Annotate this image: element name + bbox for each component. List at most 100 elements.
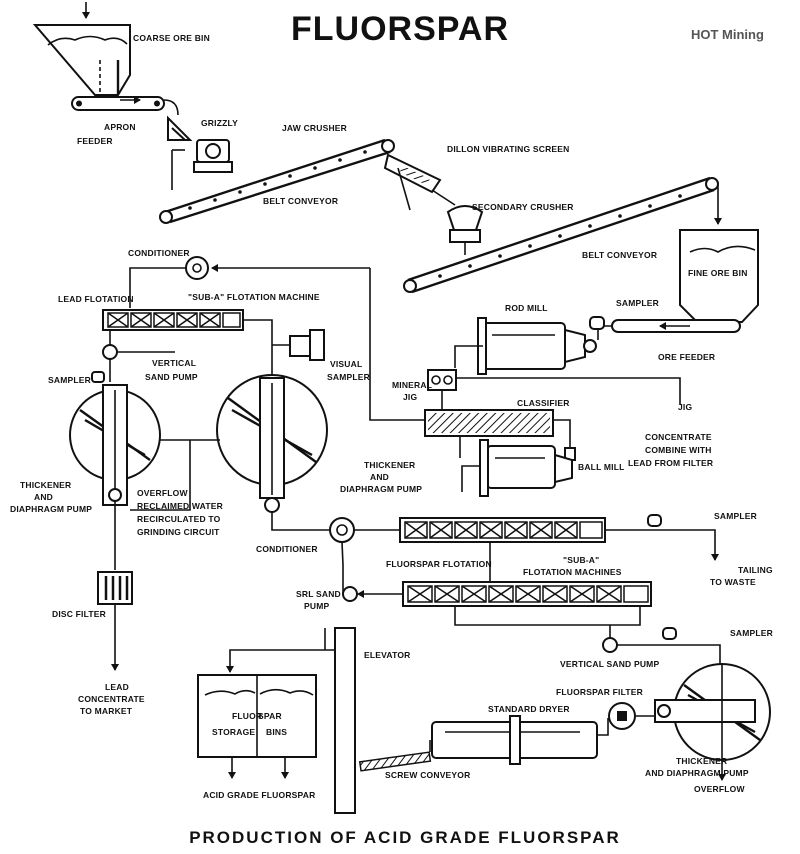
label-sampler-left: SAMPLER — [48, 375, 91, 385]
label-and-left: AND — [34, 492, 53, 502]
label-concentrate-lead: CONCENTRATE — [78, 694, 145, 704]
label-coarse-ore-bin: COARSE ORE BIN — [133, 33, 210, 43]
label-visual: VISUAL — [330, 359, 362, 369]
thickener-mid — [216, 374, 328, 513]
srl-sand-pump — [341, 541, 358, 602]
label-apron: APRON — [104, 122, 136, 132]
label-to-waste: TO WASTE — [710, 577, 756, 587]
ball-mill — [461, 439, 573, 497]
label-flotation-machines: FLOTATION MACHINES — [523, 567, 622, 577]
label-standard-dryer: STANDARD DRYER — [488, 704, 570, 714]
label-lead: LEAD — [105, 682, 129, 692]
label-sub-a-machine: "SUB-A" FLOTATION MACHINE — [188, 292, 320, 302]
label-jig-right: JIG — [678, 402, 692, 412]
sampler-top — [589, 316, 605, 330]
label-disc-filter: DISC FILTER — [52, 609, 106, 619]
screw-conveyor — [358, 740, 432, 772]
label-rod-mill: ROD MILL — [505, 303, 548, 313]
label-diaphragm-mid: DIAPHRAGM PUMP — [340, 484, 422, 494]
label-thickener-left: THICKENER — [20, 480, 71, 490]
label-sand-pump: SAND PUMP — [145, 372, 198, 382]
label-concentrate: CONCENTRATE — [645, 432, 712, 442]
classifier — [424, 409, 576, 461]
label-acid-grade: ACID GRADE FLUORSPAR — [203, 790, 315, 800]
label-classifier: CLASSIFIER — [517, 398, 570, 408]
thickener-right — [654, 663, 771, 781]
label-bin-spar: SPAR — [258, 711, 282, 721]
label-screw-conveyor: SCREW CONVEYOR — [385, 770, 470, 780]
fluorspar-flotation-row-1 — [399, 517, 719, 582]
label-combine: COMBINE WITH — [645, 445, 712, 455]
label-sampler-visual: SAMPLER — [327, 372, 370, 382]
thickener-left — [69, 384, 161, 506]
label-fine-ore-bin: FINE ORE BIN — [688, 268, 748, 278]
vertical-sand-pump — [102, 330, 175, 382]
label-srl: SRL SAND — [296, 589, 341, 599]
grizzly — [167, 115, 193, 141]
label-ball-mill: BALL MILL — [578, 462, 625, 472]
label-grinding: GRINDING CIRCUIT — [137, 527, 220, 537]
visual-sampler — [272, 329, 325, 361]
label-diaphragm-left: DIAPHRAGM PUMP — [10, 504, 92, 514]
label-sub-a-2: "SUB-A" — [563, 555, 599, 565]
standard-dryer — [431, 715, 609, 765]
label-jig: JIG — [403, 392, 417, 402]
overflow-return — [130, 440, 191, 511]
apron-feeder — [71, 96, 179, 116]
fine-ore-bin — [679, 229, 759, 323]
label-recirculated: RECIRCULATED TO — [137, 514, 221, 524]
label-overflow-1: OVERFLOW — [137, 488, 188, 498]
coarse-ore-bin — [32, 2, 131, 96]
label-bin-fluor: FLUOR — [232, 711, 262, 721]
vertical-sand-pump-2 — [602, 627, 721, 665]
label-to-market: TO MARKET — [80, 706, 133, 716]
label-sampler-low: SAMPLER — [730, 628, 773, 638]
fluorspar-flotation-row-2 — [357, 581, 652, 640]
label-secondary-crusher: SECONDARY CRUSHER — [472, 202, 574, 212]
label-bin-storage: STORAGE — [212, 727, 255, 737]
label-sampler-right: SAMPLER — [714, 511, 757, 521]
elevator — [226, 627, 356, 814]
label-jaw-crusher: JAW CRUSHER — [282, 123, 347, 133]
conditioner-mid — [271, 512, 400, 543]
disc-filter — [97, 501, 133, 671]
label-belt-conveyor-1: BELT CONVEYOR — [263, 196, 338, 206]
label-tailing: TAILING — [738, 565, 773, 575]
label-feeder: FEEDER — [77, 136, 113, 146]
page-title: FLUORSPAR — [291, 10, 509, 48]
label-diaphragm-right: AND DIAPHRAGM PUMP — [645, 768, 749, 778]
label-pump: PUMP — [304, 601, 329, 611]
label-vertical: VERTICAL — [152, 358, 196, 368]
belt-conveyor-2 — [403, 176, 722, 294]
belt-conveyor-1 — [159, 138, 395, 224]
label-conditioner-top: CONDITIONER — [128, 248, 190, 258]
label-grizzly: GRIZZLY — [201, 118, 238, 128]
conditioner-top — [129, 256, 425, 421]
storage-bins — [197, 674, 317, 779]
label-elevator: ELEVATOR — [364, 650, 410, 660]
secondary-crusher — [446, 205, 484, 255]
label-lead-flotation: LEAD FLOTATION — [58, 294, 134, 304]
label-lead-from-filter: LEAD FROM FILTER — [628, 458, 713, 468]
ore-feeder — [597, 319, 741, 340]
label-belt-conveyor-2: BELT CONVEYOR — [582, 250, 657, 260]
label-sampler-top: SAMPLER — [616, 298, 659, 308]
sampler-right-icon — [647, 514, 662, 527]
label-thickener-right: THICKENER — [676, 756, 727, 766]
sampler-left-icon — [91, 371, 105, 383]
label-fluorspar-filter: FLUORSPAR FILTER — [556, 687, 643, 697]
label-thickener-mid: THICKENER — [364, 460, 415, 470]
label-ore-feeder: ORE FEEDER — [658, 352, 715, 362]
label-conditioner-mid: CONDITIONER — [256, 544, 318, 554]
label-fluorspar-flotation: FLUORSPAR FLOTATION — [386, 559, 492, 569]
label-reclaimed: RECLAIMED WATER — [137, 501, 223, 511]
rod-mill — [454, 317, 597, 375]
label-vertical-sand-pump: VERTICAL SAND PUMP — [560, 659, 659, 669]
label-mineral: MINERAL — [392, 380, 432, 390]
label-dillon-screen: DILLON VIBRATING SCREEN — [447, 144, 570, 154]
diagram-caption: PRODUCTION OF ACID GRADE FLUORSPAR — [189, 828, 621, 847]
brand-watermark: HOT Mining — [691, 27, 764, 42]
label-bin-bins: BINS — [266, 727, 287, 737]
